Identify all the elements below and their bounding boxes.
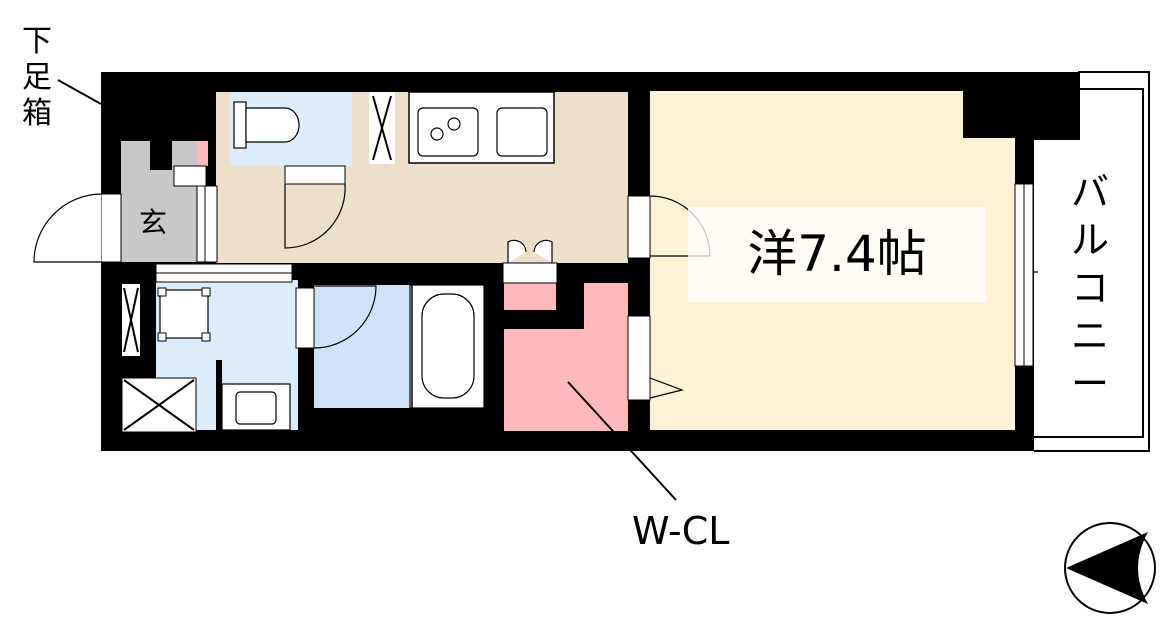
balcony-label: バルコニー (1070, 170, 1109, 406)
shoe-cabinet-label: 下足箱 (22, 24, 52, 131)
closet-label: W-CL (632, 509, 730, 553)
room-label: 洋7.4帖 (688, 207, 986, 302)
sink-icon (496, 107, 548, 157)
genkan-label: 玄 (139, 206, 168, 239)
north-arrow-icon (1064, 522, 1156, 614)
closet-leader-line (567, 381, 677, 501)
wall-block (1034, 72, 1080, 140)
stove-icon (417, 107, 479, 157)
entrance-door (100, 193, 122, 263)
washing-machine-pan-icon (159, 289, 209, 339)
toilet-icon (233, 101, 247, 149)
shoe-leader-line (57, 79, 102, 105)
room-column (963, 86, 1017, 138)
